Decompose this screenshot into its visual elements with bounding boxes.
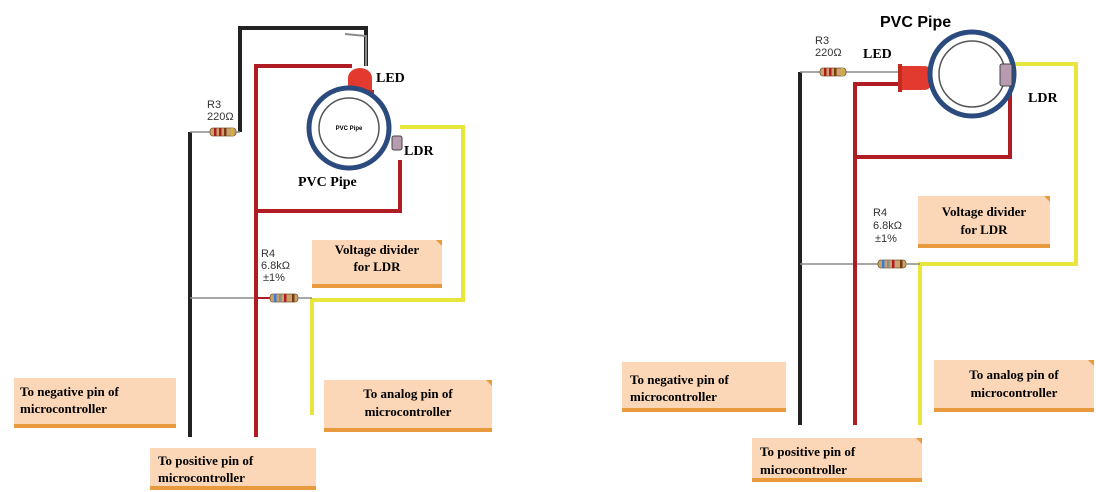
left-red-wire-ldr bbox=[256, 160, 402, 213]
ldr-icon bbox=[391, 135, 403, 151]
right-r4-tolerance: ±1% bbox=[875, 233, 897, 245]
left-negative-line2: microcontroller bbox=[20, 401, 107, 416]
right-r4-name: R4 bbox=[873, 207, 887, 219]
right-ldr-label: LDR bbox=[1028, 91, 1058, 106]
right-red-wire bbox=[853, 82, 900, 425]
right-r3-value: 220Ω bbox=[815, 47, 842, 59]
resistor-icon bbox=[209, 127, 237, 137]
right-divider-line2: for LDR bbox=[960, 222, 1008, 237]
right-pipe-label: PVC Pipe bbox=[880, 14, 951, 31]
left-red-wire bbox=[254, 64, 352, 437]
left-analog-line2: microcontroller bbox=[365, 404, 452, 419]
left-analog-note: To analog pin of microcontroller bbox=[324, 380, 492, 432]
left-r3-name: R3 bbox=[207, 99, 221, 111]
left-positive-note: To positive pin of microcontroller bbox=[150, 448, 316, 490]
left-divider-note: Voltage divider for LDR bbox=[312, 240, 442, 288]
left-circuit: R3 220Ω R4 6.8kΩ ±1% LED LDR PVC Pipe PV… bbox=[14, 26, 492, 490]
left-analog-line1: To analog pin of bbox=[363, 386, 453, 401]
right-r3-name: R3 bbox=[815, 35, 829, 47]
left-pipe-inner-label: PVC Pipe bbox=[336, 126, 363, 132]
left-negative-line1: To negative pin of bbox=[20, 384, 120, 399]
left-ldr-label: LDR bbox=[404, 144, 434, 159]
right-positive-note: To positive pin of microcontroller bbox=[752, 438, 922, 482]
left-positive-line1: To positive pin of bbox=[158, 453, 254, 468]
left-led-lead bbox=[344, 33, 367, 66]
right-led-label: LED bbox=[863, 47, 892, 62]
left-led-label: LED bbox=[376, 71, 405, 86]
right-analog-note: To analog pin of microcontroller bbox=[934, 360, 1094, 412]
left-positive-line2: microcontroller bbox=[158, 470, 245, 485]
left-r4-tolerance: ±1% bbox=[263, 272, 285, 284]
right-circuit: PVC Pipe R3 220Ω LED LDR R4 6.8kΩ ±1% Vo… bbox=[622, 14, 1094, 482]
left-yellow-wire bbox=[310, 125, 465, 415]
resistor-icon bbox=[819, 67, 847, 77]
pvc-pipe-icon bbox=[306, 85, 392, 171]
left-divider-line1: Voltage divider bbox=[335, 242, 420, 257]
left-divider-line2: for LDR bbox=[353, 259, 401, 274]
right-negative-note: To negative pin of microcontroller bbox=[622, 362, 786, 412]
resistor-icon bbox=[877, 259, 907, 269]
left-pipe-label: PVC Pipe bbox=[298, 175, 357, 190]
right-divider-line1: Voltage divider bbox=[942, 204, 1027, 219]
left-negative-note: To negative pin of microcontroller bbox=[14, 378, 176, 428]
resistor-icon bbox=[269, 293, 299, 303]
right-yellow-wire bbox=[918, 62, 1078, 425]
right-negative-line2: microcontroller bbox=[630, 389, 717, 404]
right-red-wire-ldr bbox=[855, 88, 1012, 159]
right-divider-note: Voltage divider for LDR bbox=[918, 196, 1050, 248]
left-r4-value: 6.8kΩ bbox=[261, 260, 290, 272]
right-analog-line1: To analog pin of bbox=[969, 367, 1059, 382]
right-positive-line2: microcontroller bbox=[760, 462, 847, 477]
right-negative-line1: To negative pin of bbox=[630, 372, 730, 387]
right-r4-value: 6.8kΩ bbox=[873, 220, 902, 232]
pvc-pipe-icon bbox=[927, 29, 1017, 119]
right-analog-line2: microcontroller bbox=[971, 385, 1058, 400]
right-positive-line1: To positive pin of bbox=[760, 444, 856, 459]
left-r3-value: 220Ω bbox=[207, 111, 234, 123]
left-r4-name: R4 bbox=[261, 248, 275, 260]
ldr-icon bbox=[999, 63, 1013, 87]
